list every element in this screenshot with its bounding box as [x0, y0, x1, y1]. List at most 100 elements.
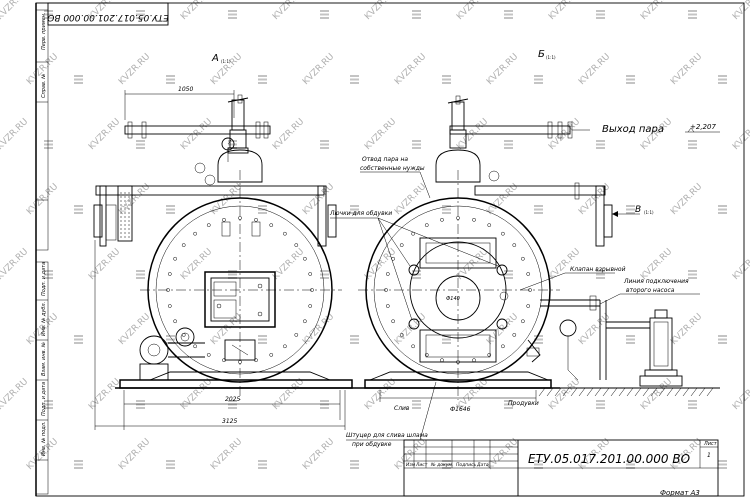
- bolt: [521, 256, 525, 261]
- bolt: [310, 288, 314, 292]
- bolt: [440, 217, 444, 222]
- watermark-text: KVZR.RU: [117, 312, 152, 347]
- watermark-text: KVZR.RU: [179, 377, 214, 412]
- watermark-logo-icon: [596, 140, 605, 149]
- bolt: [456, 216, 460, 220]
- watermark-text: KVZR.RU: [209, 312, 244, 347]
- bolt: [472, 217, 476, 222]
- svg-text:Лист: Лист: [703, 441, 718, 447]
- bolt: [399, 333, 404, 337]
- bolt: [385, 272, 390, 276]
- steam-output-label: Выход пара: [602, 124, 664, 135]
- flange-bolt-ring: [166, 216, 314, 364]
- watermark-logo-icon: [504, 10, 513, 19]
- watermark-logo-icon: [44, 270, 53, 279]
- bolt: [391, 319, 395, 324]
- watermark-logo-icon: [74, 460, 83, 469]
- bolt: [308, 304, 313, 308]
- watermark-text: KVZR.RU: [455, 247, 490, 282]
- watermark-text: KVZR.RU: [87, 247, 122, 282]
- bolt: [193, 231, 197, 236]
- svg-text:Дата: Дата: [476, 462, 489, 468]
- watermark-logo-icon: [534, 205, 543, 214]
- watermark-logo-icon: [596, 10, 605, 19]
- bolt: [528, 288, 532, 292]
- svg-text:1: 1: [707, 452, 711, 459]
- watermark-logo-icon: [258, 460, 267, 469]
- svg-text:Изм: Изм: [406, 462, 416, 468]
- watermark-text: KVZR.RU: [179, 247, 214, 282]
- drain-label: Слив: [394, 405, 410, 412]
- watermark-text: KVZR.RU: [577, 182, 612, 217]
- watermark-logo-icon: [136, 400, 145, 409]
- watermark-logo-icon: [534, 75, 543, 84]
- watermark-logo-icon: [320, 140, 329, 149]
- bolt: [222, 217, 226, 222]
- watermark-text: KVZR.RU: [179, 117, 214, 152]
- bolt: [501, 231, 505, 236]
- watermark-logo-icon: [350, 205, 359, 214]
- boiler-front-view: 1050: [93, 86, 360, 430]
- svg-text:№ докум.: № докум.: [430, 462, 453, 468]
- view-label-a: А: [211, 53, 219, 64]
- outer-dia-label: Ф1646: [450, 406, 471, 413]
- watermark-logo-icon: [504, 270, 513, 279]
- watermark-logo-icon: [44, 10, 53, 19]
- dim-overall-width: 3125: [222, 418, 237, 425]
- svg-text:при обдувке: при обдувке: [352, 441, 392, 448]
- watermark-logo-icon: [688, 270, 697, 279]
- bolt: [487, 353, 492, 357]
- bolt: [472, 358, 476, 363]
- watermark-text: KVZR.RU: [301, 52, 336, 87]
- watermark-text: KVZR.RU: [117, 182, 152, 217]
- watermark-text: KVZR.RU: [393, 52, 428, 87]
- watermark-logo-icon: [626, 205, 635, 214]
- bolt: [167, 304, 172, 308]
- svg-text:Подпись: Подпись: [456, 462, 477, 468]
- watermark-logo-icon: [136, 140, 145, 149]
- stamp-label: Инв. № подл.: [41, 422, 47, 457]
- watermark-logo-icon: [136, 270, 145, 279]
- dim-top-width: 1050: [178, 86, 193, 93]
- watermark-text: KVZR.RU: [547, 247, 582, 282]
- watermark-logo-icon: [74, 205, 83, 214]
- blowdown-hatches-note: Лючки для обдувки: [329, 210, 392, 217]
- watermark-text: KVZR.RU: [87, 117, 122, 152]
- watermark-logo-icon: [320, 10, 329, 19]
- bolt: [303, 319, 307, 324]
- watermark-logo-icon: [504, 140, 513, 149]
- bolt: [521, 319, 525, 324]
- bolt: [308, 272, 313, 276]
- bolt: [283, 344, 287, 349]
- watermark-logo-icon: [320, 270, 329, 279]
- watermark-text: KVZR.RU: [455, 117, 490, 152]
- bolt: [440, 358, 444, 363]
- view-scale-b: (1:1): [546, 55, 556, 60]
- watermark-logo-icon: [596, 270, 605, 279]
- watermark-text: KVZR.RU: [271, 377, 306, 412]
- watermark-text: KVZR.RU: [485, 182, 520, 217]
- watermark-logo-icon: [718, 460, 727, 469]
- watermark-text: KVZR.RU: [669, 52, 704, 87]
- watermark-text: KVZR.RU: [0, 0, 30, 22]
- watermark-text: KVZR.RU: [271, 117, 306, 152]
- watermark-text: KVZR.RU: [485, 312, 520, 347]
- watermark-logo-icon: [44, 140, 53, 149]
- watermark-logo-icon: [412, 140, 421, 149]
- watermark-text: KVZR.RU: [0, 377, 30, 412]
- svg-text:Лист: Лист: [415, 462, 428, 468]
- side-stamp-column: Перв. примен. Справ. № Подп. и дата Инв.…: [35, 9, 49, 495]
- level-mark: +2,207: [690, 123, 716, 131]
- svg-text:собственные нужды: собственные нужды: [360, 165, 425, 172]
- watermark-logo-icon: [442, 205, 451, 214]
- watermark-logo-icon: [258, 205, 267, 214]
- watermark-text: KVZR.RU: [209, 437, 244, 472]
- watermark-logo-icon: [44, 400, 53, 409]
- bolt: [173, 319, 177, 324]
- second-pump-note: Линия подключения: [623, 278, 689, 285]
- watermark-logo-icon: [412, 400, 421, 409]
- stamp-label: Подп. и дата: [41, 262, 47, 296]
- bolt: [294, 333, 299, 337]
- sludge-drain-note: Штуцер для слива шлама: [346, 432, 428, 439]
